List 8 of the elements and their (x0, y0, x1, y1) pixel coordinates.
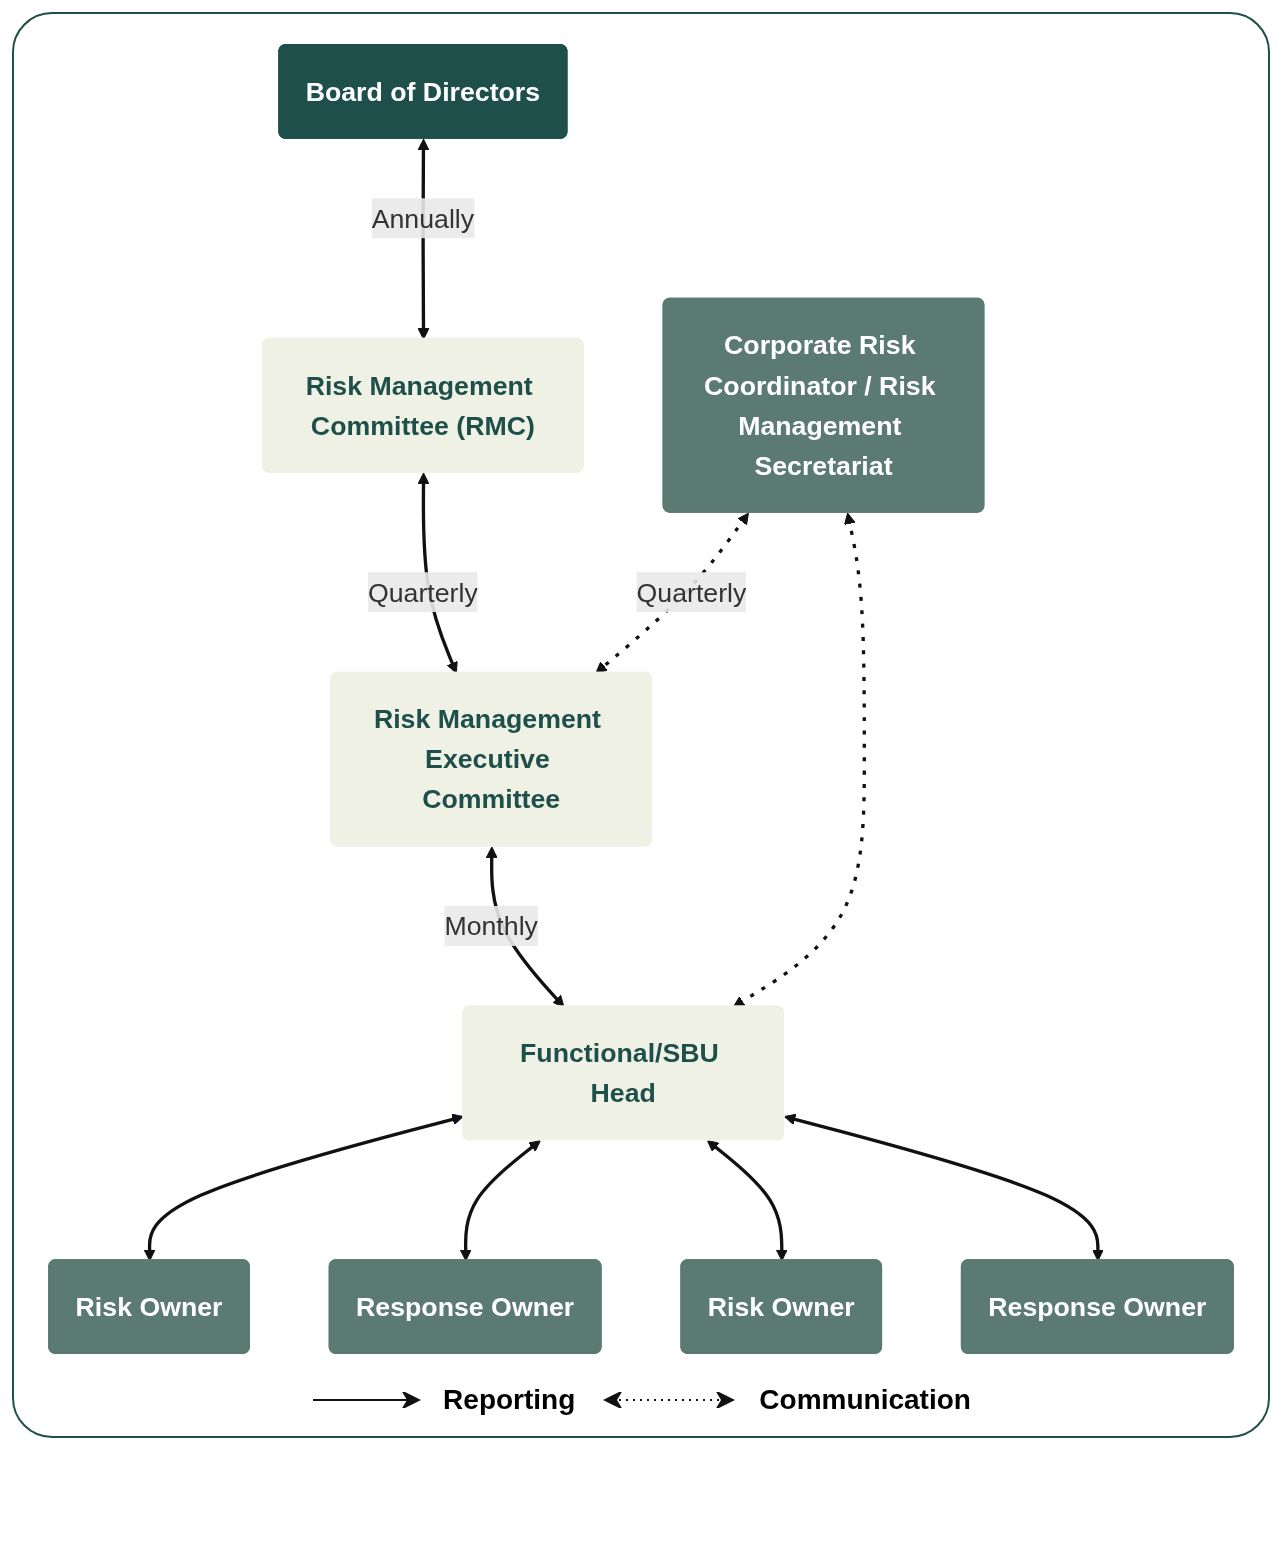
edge-label: Quarterly (367, 577, 478, 607)
edge-label: Annually (371, 203, 475, 233)
legend-text: Communication (759, 1384, 971, 1416)
edge-label: Quarterly (636, 577, 747, 607)
edge-label: Monthly (444, 911, 538, 941)
arrow (595, 512, 749, 674)
arrow (732, 512, 866, 1008)
legend-text: Reporting (443, 1384, 576, 1416)
